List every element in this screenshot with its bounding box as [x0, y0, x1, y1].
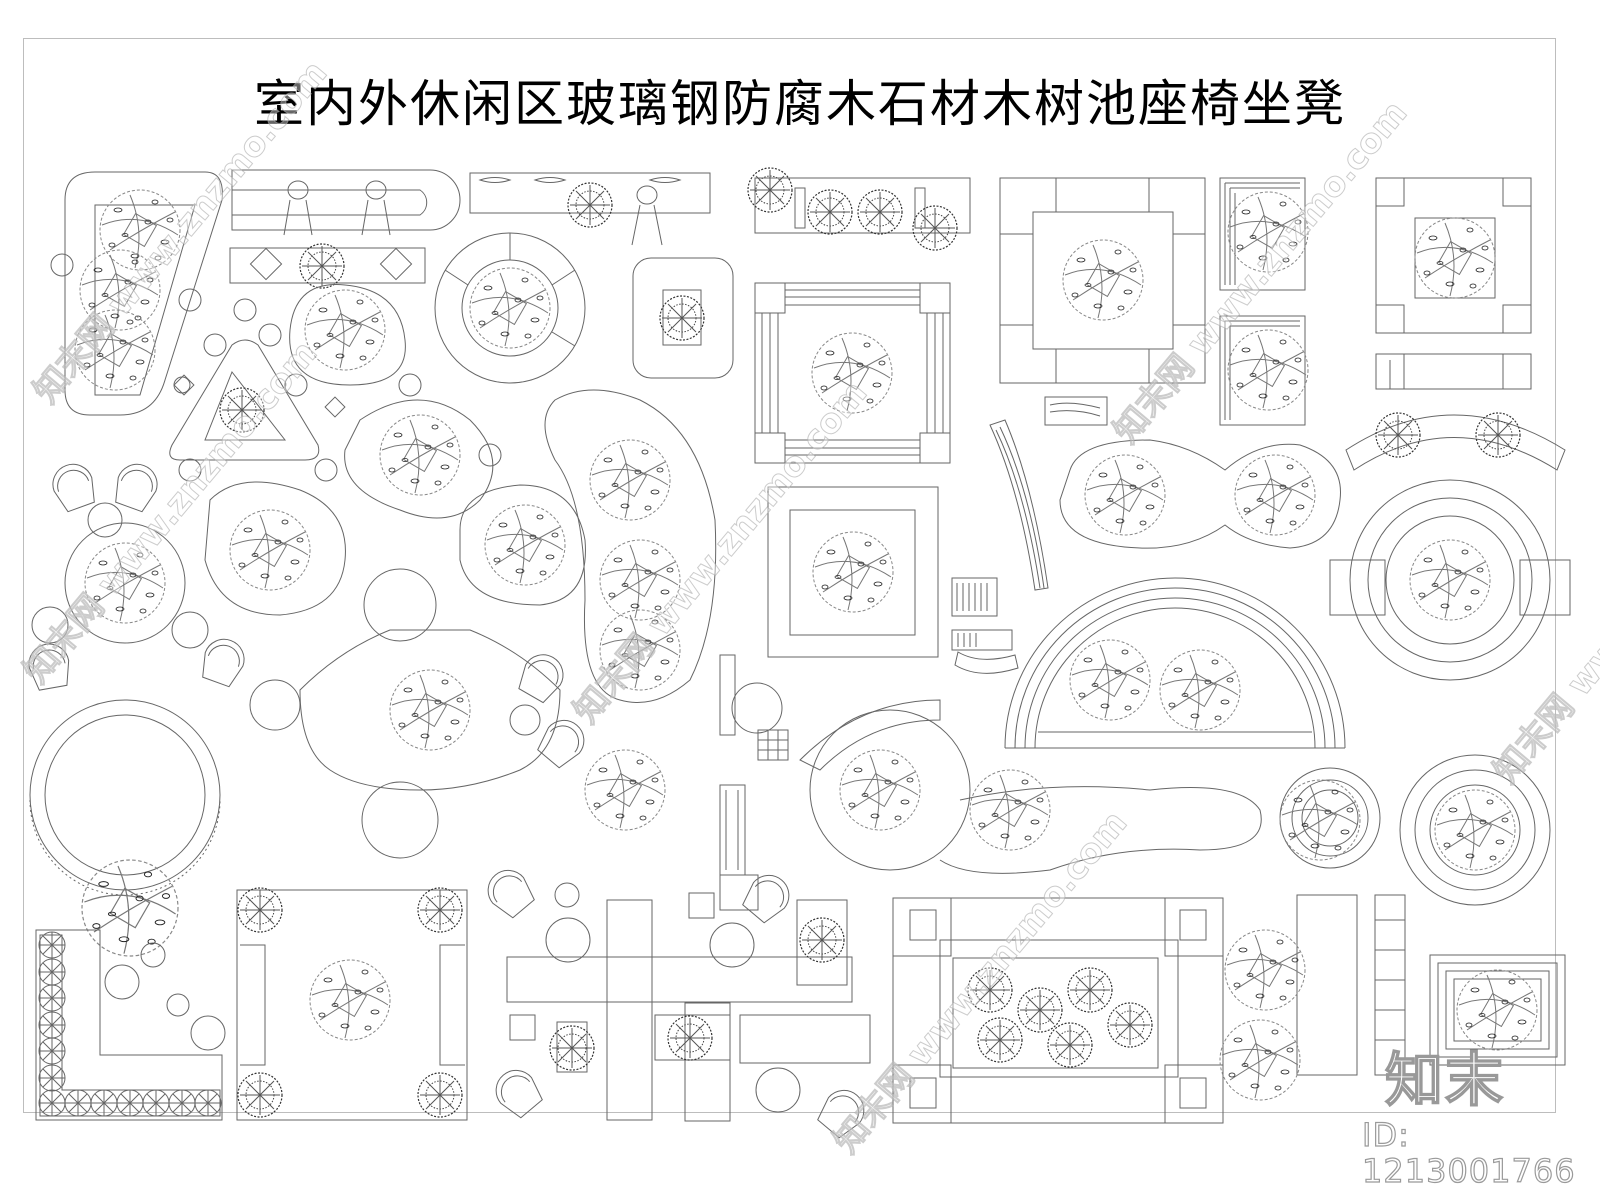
semicircle-stepped — [1004, 577, 1346, 749]
v-planter — [64, 171, 223, 416]
four-shrub-square — [236, 887, 468, 1121]
square-wood-pool — [754, 282, 951, 464]
znzmo-logo: 知末 — [1384, 1046, 1506, 1114]
ring-bench-planter — [434, 232, 586, 384]
bench-people — [229, 169, 461, 289]
stone-wood-square — [999, 177, 1206, 384]
cross-tables — [479, 861, 873, 1143]
drawing-border-frame — [23, 38, 1556, 1113]
rect-flower-bed — [892, 897, 1224, 1124]
big-round-planter — [29, 699, 221, 957]
drawing-title: 室内外休闲区玻璃钢防腐木石材木树池座椅坐凳 — [254, 75, 1346, 133]
l-bench — [35, 929, 226, 1121]
cross-planter — [249, 568, 561, 859]
fan-serpentine — [799, 699, 1262, 874]
asset-id-label: ID: 1213001766 — [1361, 1116, 1576, 1190]
right-square-pool — [1375, 177, 1532, 390]
stepped-square-bottom-right — [1429, 954, 1566, 1066]
circular-tiered-right — [1329, 479, 1571, 681]
